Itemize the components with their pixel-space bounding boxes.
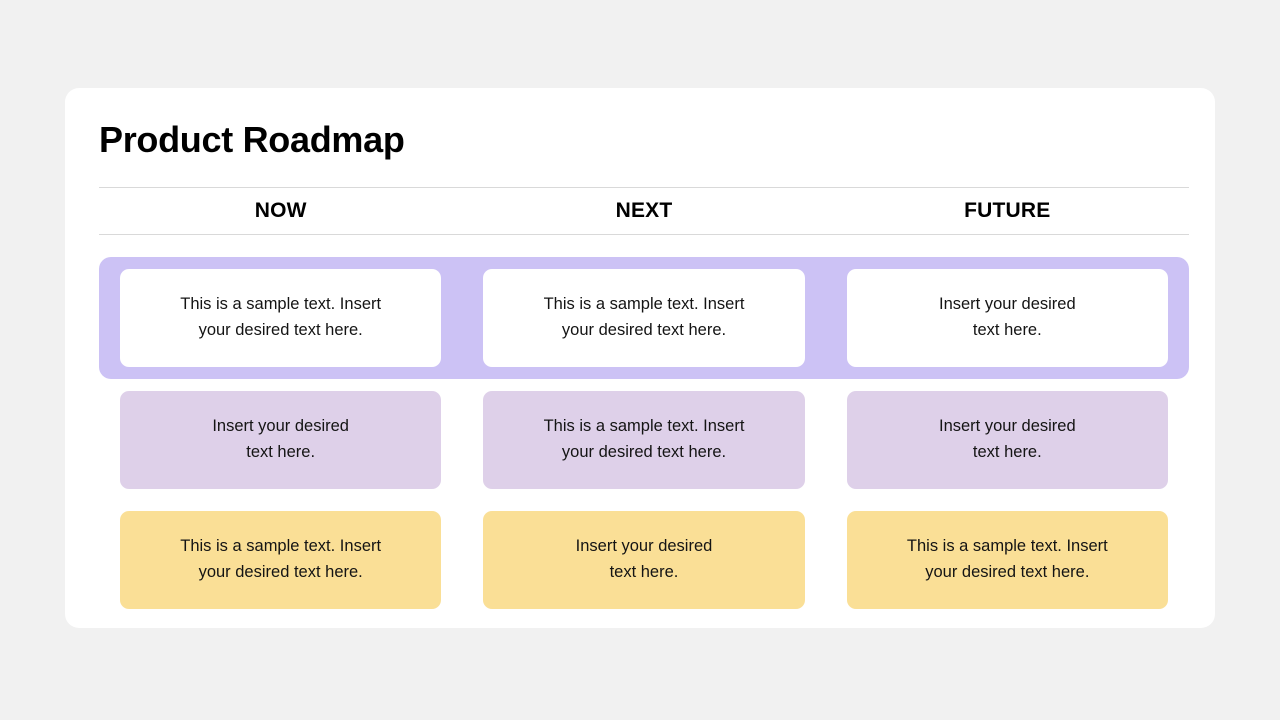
roadmap-cell-now-3[interactable]: This is a sample text. Insert your desir… [99, 511, 462, 609]
page-title: Product Roadmap [99, 119, 405, 160]
roadmap-cell-next-2[interactable]: This is a sample text. Insert your desir… [462, 391, 825, 489]
roadmap-cell-future-2[interactable]: Insert your desired text here. [826, 391, 1189, 489]
roadmap-rows: This is a sample text. Insert your desir… [99, 257, 1189, 609]
roadmap-card-text: Insert your desired text here. [575, 537, 713, 581]
roadmap-card[interactable]: This is a sample text. Insert your desir… [120, 511, 442, 609]
row-spacer [99, 489, 1189, 511]
roadmap-cell-next-3[interactable]: Insert your desired text here. [462, 511, 825, 609]
roadmap-cell-now-2[interactable]: Insert your desired text here. [99, 391, 462, 489]
roadmap-card[interactable]: This is a sample text. Insert your desir… [483, 269, 805, 367]
column-header-next: NEXT [615, 199, 673, 222]
roadmap-card[interactable]: Insert your desired text here. [846, 269, 1168, 367]
column-header-future: FUTURE [964, 199, 1051, 222]
roadmap-card-text: This is a sample text. Insert your desir… [906, 537, 1108, 581]
roadmap-card[interactable]: Insert your desired text here. [483, 511, 805, 609]
roadmap-card-text: This is a sample text. Insert your desir… [180, 537, 382, 581]
roadmap-card-text: Insert your desired text here. [938, 417, 1076, 461]
roadmap-card[interactable]: This is a sample text. Insert your desir… [846, 511, 1168, 609]
roadmap-card[interactable]: Insert your desired text here. [846, 391, 1168, 489]
column-header-row: NOW NEXT FUTURE [99, 187, 1189, 235]
roadmap-row-3: This is a sample text. Insert your desir… [99, 511, 1189, 609]
roadmap-cell-future-1[interactable]: Insert your desired text here. [826, 269, 1189, 367]
roadmap-card-text: This is a sample text. Insert your desir… [543, 417, 745, 461]
row-spacer [99, 379, 1189, 391]
roadmap-cell-next-1[interactable]: This is a sample text. Insert your desir… [462, 269, 825, 367]
roadmap-card[interactable]: This is a sample text. Insert your desir… [120, 269, 442, 367]
roadmap-card-text: Insert your desired text here. [212, 417, 349, 461]
roadmap-card-text: Insert your desired text here. [938, 295, 1076, 339]
column-header-now: NOW [254, 199, 307, 222]
roadmap-card-text: This is a sample text. Insert your desir… [543, 295, 745, 339]
roadmap-card[interactable]: This is a sample text. Insert your desir… [483, 391, 805, 489]
roadmap-row-2: Insert your desired text here. This is a… [99, 391, 1189, 489]
slide-content: Product Roadmap NOW NEXT FUTURE This is … [99, 88, 1189, 628]
slide-panel: Product Roadmap NOW NEXT FUTURE This is … [65, 88, 1215, 628]
roadmap-card[interactable]: Insert your desired text here. [120, 391, 442, 489]
roadmap-cell-now-1[interactable]: This is a sample text. Insert your desir… [99, 269, 462, 367]
roadmap-row-1: This is a sample text. Insert your desir… [99, 257, 1189, 379]
roadmap-card-text: This is a sample text. Insert your desir… [180, 295, 382, 339]
roadmap-cell-future-3[interactable]: This is a sample text. Insert your desir… [826, 511, 1189, 609]
